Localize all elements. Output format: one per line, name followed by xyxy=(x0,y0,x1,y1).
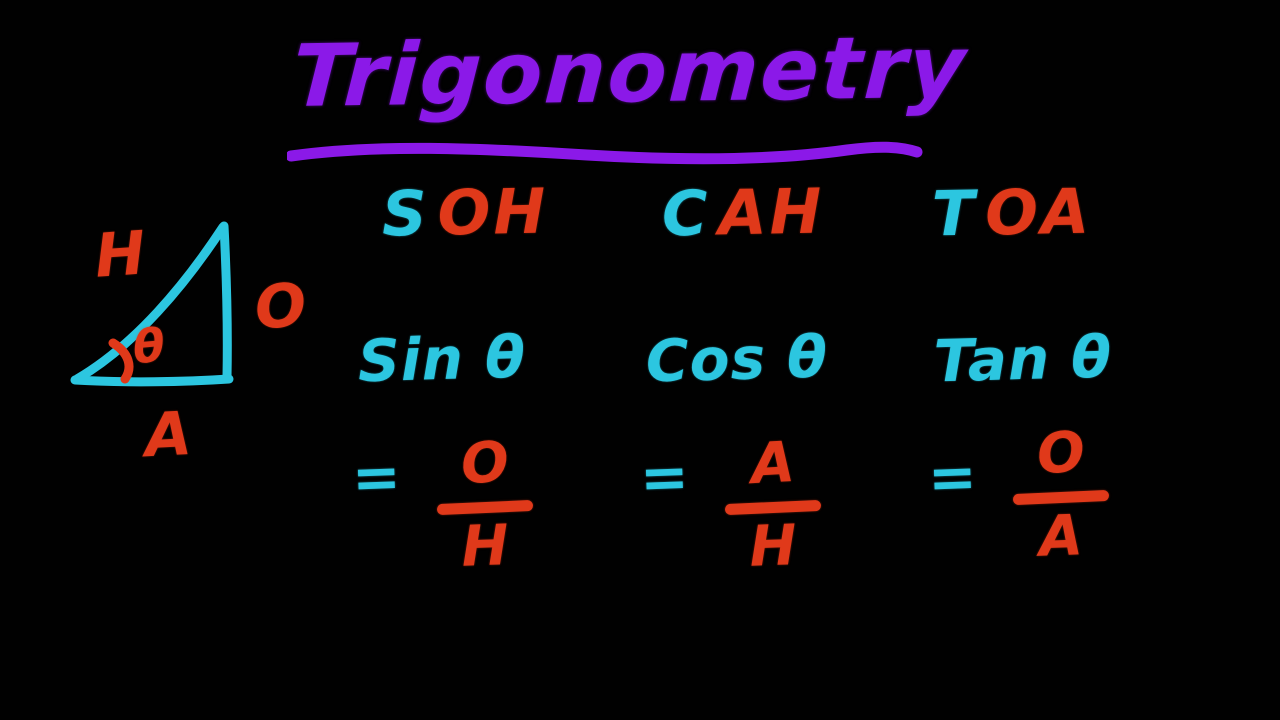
equals-sign-cos: = xyxy=(638,442,690,512)
label-adjacent: A xyxy=(143,398,194,472)
title-block: Trigonometry xyxy=(287,18,970,165)
mnemonic-soh-first: S xyxy=(381,176,431,251)
fraction-bar-tan xyxy=(1012,489,1110,506)
function-name-tan: Tan θ xyxy=(933,322,1114,396)
fraction-bar-sin xyxy=(436,499,534,516)
fraction-cos: A H xyxy=(718,429,828,580)
ratio-column-sin: Sin θ = O H xyxy=(350,322,652,620)
fraction-denominator-cos: H xyxy=(748,513,798,580)
label-opposite: O xyxy=(253,270,308,344)
angle-arc xyxy=(108,338,134,384)
fraction-denominator-tan: A xyxy=(1038,503,1084,570)
page-title: Trigonometry xyxy=(289,17,970,127)
triangle-strokes xyxy=(70,221,234,387)
fraction-numerator-cos: A xyxy=(749,429,797,498)
ratio-column-cos: Cos θ = A H xyxy=(638,322,940,620)
mnemonic-soh-rest: OH xyxy=(437,174,549,250)
label-theta: θ xyxy=(130,317,167,375)
mnemonic-toa-rest: OA xyxy=(984,174,1093,250)
equals-sign-sin: = xyxy=(350,442,402,512)
opposite-side xyxy=(219,221,232,382)
fraction-sin: O H xyxy=(430,429,540,580)
adjacent-side xyxy=(70,374,234,387)
label-hypotenuse: H xyxy=(92,218,148,292)
fraction-bar-cos xyxy=(724,499,822,516)
mnemonic-cah-first: C xyxy=(661,176,712,251)
function-name-cos: Cos θ xyxy=(645,322,829,396)
hypotenuse-side xyxy=(72,222,228,384)
fraction-tan: O A xyxy=(1006,419,1116,570)
mnemonic-cah-rest: AH xyxy=(717,174,826,250)
fraction-numerator-sin: O xyxy=(459,429,511,498)
mnemonic-toa-first: T xyxy=(931,176,978,251)
equals-sign-tan: = xyxy=(926,442,978,512)
fraction-denominator-sin: H xyxy=(460,513,510,580)
ratio-column-tan: Tan θ = O A xyxy=(926,322,1228,620)
right-triangle-diagram: H O A θ xyxy=(55,205,325,490)
fraction-numerator-tan: O xyxy=(1035,419,1087,488)
title-underline-stroke xyxy=(287,141,923,165)
function-name-sin: Sin θ xyxy=(357,322,527,396)
